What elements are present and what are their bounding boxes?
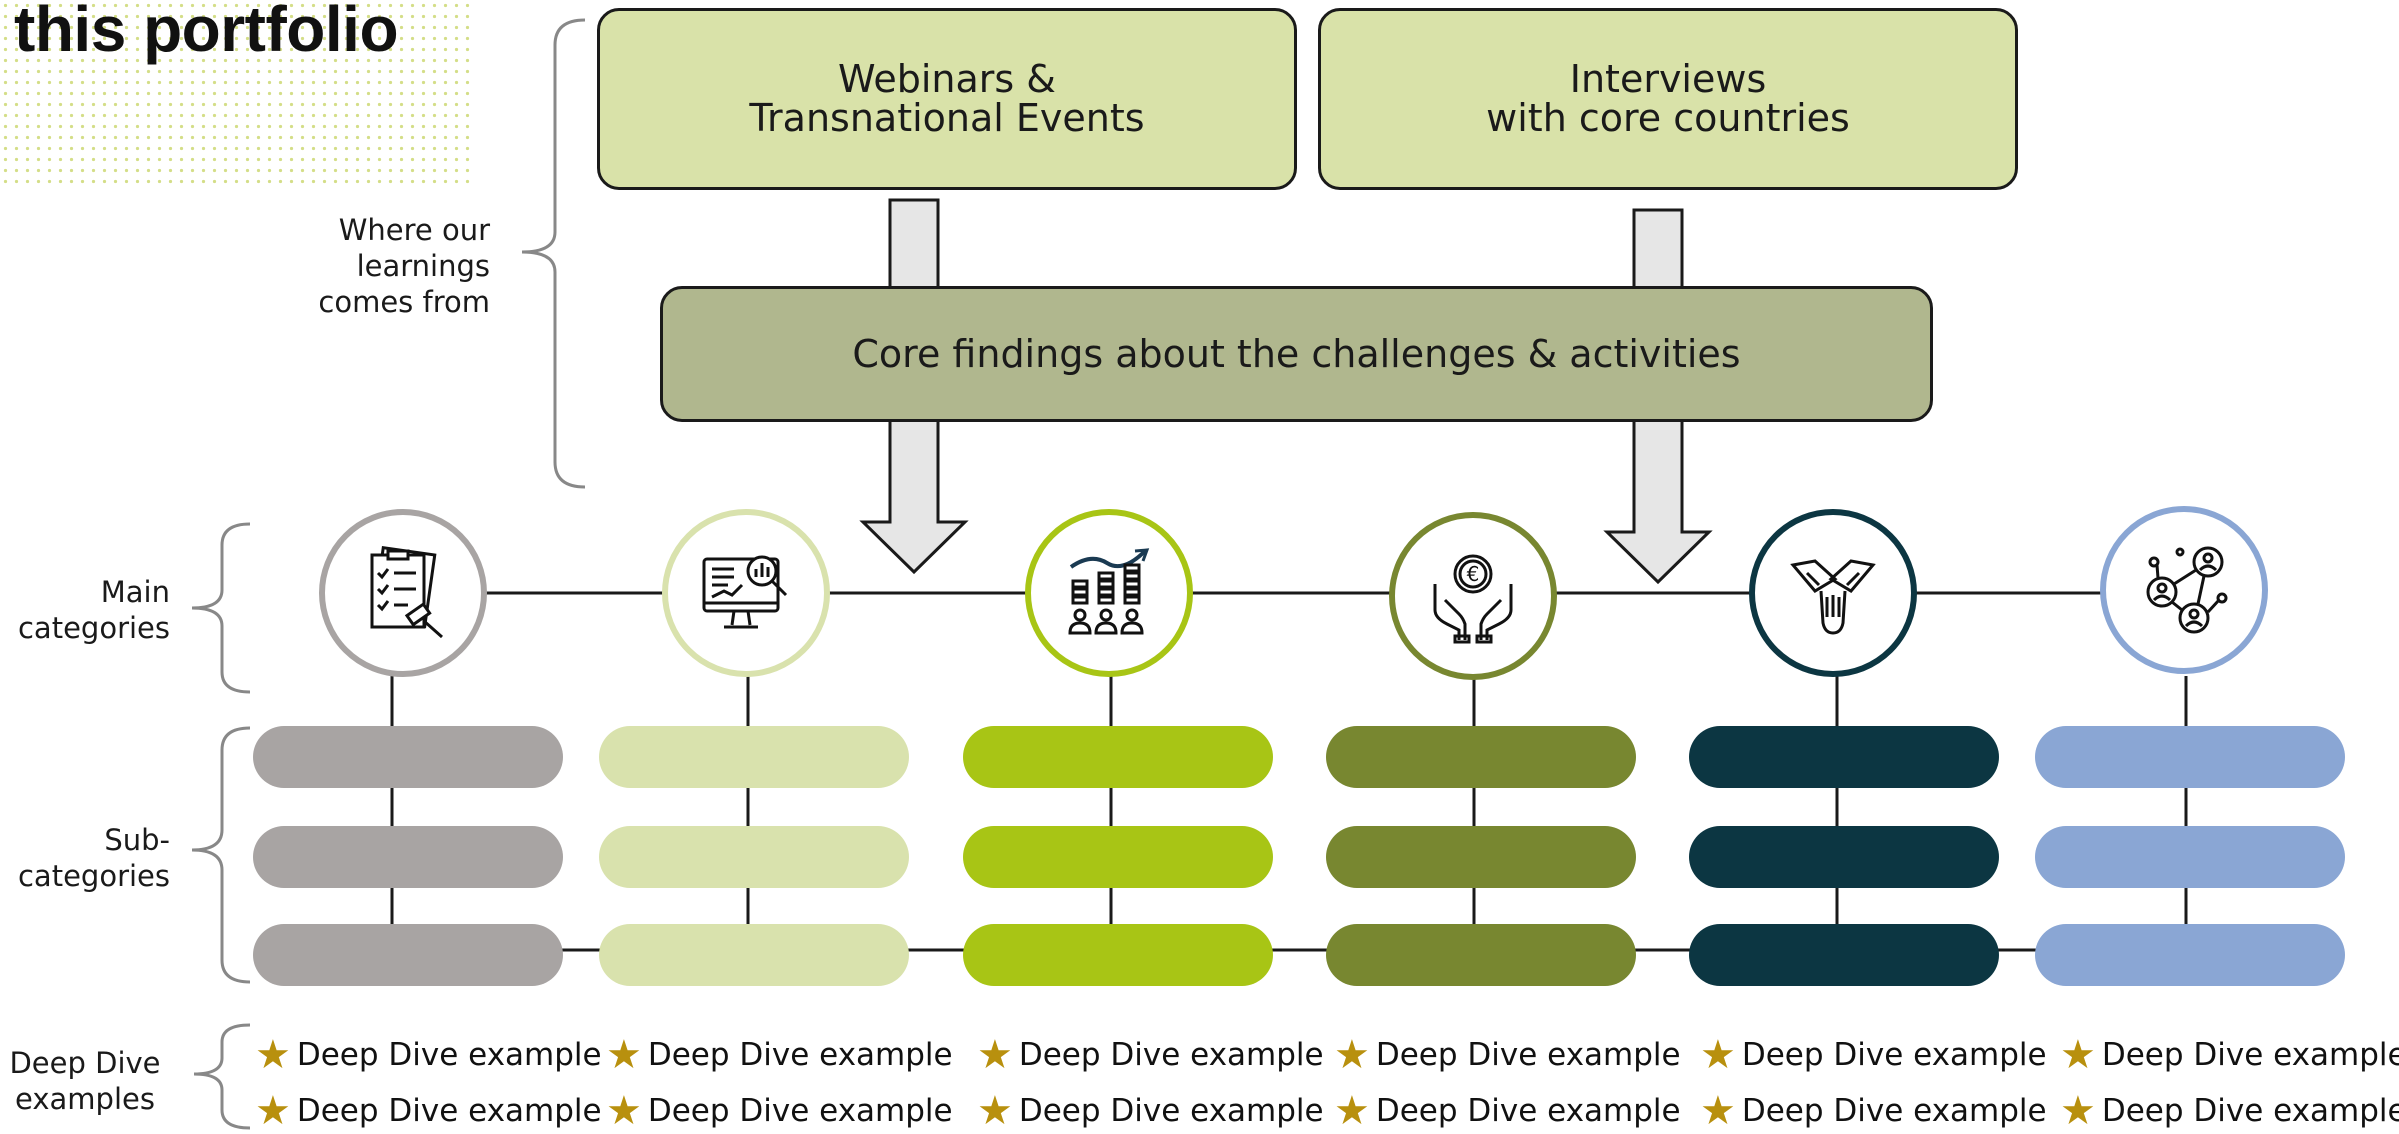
deep-dive-example[interactable]: ★Deep Dive example [1700,1035,2047,1075]
deep-dive-label: Deep Dive example [1018,1037,1324,1073]
star-icon: ★ [2060,1088,2096,1134]
sub-category-pill[interactable] [2035,726,2345,788]
deep-dive-example[interactable]: ★Deep Dive example [977,1035,1324,1075]
network-people-icon [2146,546,2228,634]
star-icon: ★ [1334,1032,1370,1078]
dotted-background [0,0,470,185]
arrow-down-right [1603,418,1713,585]
deep-dive-example[interactable]: ★Deep Dive example [2060,1035,2399,1075]
deep-dive-example[interactable]: ★Deep Dive example [255,1035,602,1075]
deep-dive-example[interactable]: ★Deep Dive example [606,1035,953,1075]
star-icon: ★ [1700,1088,1736,1134]
arrow-shaft-left-upper [888,198,940,292]
core-findings-box: Core findings about the challenges & act… [660,286,1933,422]
sub-category-pill[interactable] [253,726,563,788]
svg-text:€: € [1467,562,1480,586]
label-deep-dive-examples: Deep Dive examples [9,1046,161,1116]
sub-category-pill[interactable] [1689,924,1999,986]
bracket-sub [191,726,251,984]
deep-dive-example[interactable]: ★Deep Dive example [1700,1091,2047,1131]
deep-dive-label: Deep Dive example [2101,1093,2399,1129]
deep-dive-label: Deep Dive example [296,1037,602,1073]
category-circle-4[interactable]: € [1389,512,1557,680]
sub-category-pill[interactable] [963,924,1273,986]
star-icon: ★ [606,1088,642,1134]
bracket-main [191,522,251,694]
category-circle-6[interactable] [2100,506,2268,674]
star-icon: ★ [2060,1032,2096,1078]
star-icon: ★ [255,1032,291,1078]
deep-dive-example[interactable]: ★Deep Dive example [2060,1091,2399,1131]
label-learnings-source: Where our learnings comes from [318,213,490,319]
sub-category-pill[interactable] [1326,826,1636,888]
deep-dive-example[interactable]: ★Deep Dive example [977,1091,1324,1131]
sub-category-pill[interactable] [1326,726,1636,788]
sub-category-pill[interactable] [2035,826,2345,888]
sub-category-pill[interactable] [1689,826,1999,888]
deep-dive-label: Deep Dive example [647,1037,953,1073]
arrow-shaft-right-upper [1632,208,1684,292]
category-circle-2[interactable] [662,509,830,677]
category-circle-3[interactable] [1025,509,1193,677]
sub-category-pill[interactable] [599,726,909,788]
star-icon: ★ [1700,1032,1736,1078]
label-main-categories: Main categories [17,575,170,645]
deep-dive-example[interactable]: ★Deep Dive example [255,1091,602,1131]
source-box-interviews: Interviews with core countries [1318,8,2018,190]
deep-dive-label: Deep Dive example [296,1093,602,1129]
source-box-webinars: Webinars & Transnational Events [597,8,1297,190]
deep-dive-label: Deep Dive example [1741,1037,2047,1073]
deep-dive-label: Deep Dive example [1375,1037,1681,1073]
hands-euro-icon: € [1433,554,1513,644]
deep-dive-example[interactable]: ★Deep Dive example [1334,1091,1681,1131]
deep-dive-example[interactable]: ★Deep Dive example [606,1091,953,1131]
page-title: this portfolio [14,0,399,65]
deep-dive-label: Deep Dive example [2101,1037,2399,1073]
deep-dive-label: Deep Dive example [1375,1093,1681,1129]
monitor-analytics-icon [702,555,788,629]
category-circle-1[interactable] [319,509,487,677]
sub-category-pill[interactable] [253,826,563,888]
star-icon: ★ [255,1088,291,1134]
handshake-team-icon [1790,559,1876,635]
sub-category-pill[interactable] [963,726,1273,788]
sub-category-pill[interactable] [2035,924,2345,986]
bracket-learnings [521,18,586,489]
sub-category-pill[interactable] [599,826,909,888]
bracket-deep-dive [193,1023,251,1130]
deep-dive-label: Deep Dive example [647,1093,953,1129]
deep-dive-example[interactable]: ★Deep Dive example [1334,1035,1681,1075]
label-sub-categories: Sub- categories [17,823,170,893]
star-icon: ★ [1334,1088,1370,1134]
deep-dive-label: Deep Dive example [1018,1093,1324,1129]
sub-category-pill[interactable] [1689,726,1999,788]
sub-category-pill[interactable] [599,924,909,986]
deep-dive-label: Deep Dive example [1741,1093,2047,1129]
growth-chart-people-icon [1068,548,1150,635]
sub-category-pill[interactable] [253,924,563,986]
sub-category-pill[interactable] [1326,924,1636,986]
arrow-down-left [859,418,969,575]
star-icon: ★ [977,1088,1013,1134]
star-icon: ★ [606,1032,642,1078]
sub-category-pill[interactable] [963,826,1273,888]
star-icon: ★ [977,1032,1013,1078]
category-circle-5[interactable] [1749,509,1917,677]
checklist-gavel-icon [370,546,443,639]
